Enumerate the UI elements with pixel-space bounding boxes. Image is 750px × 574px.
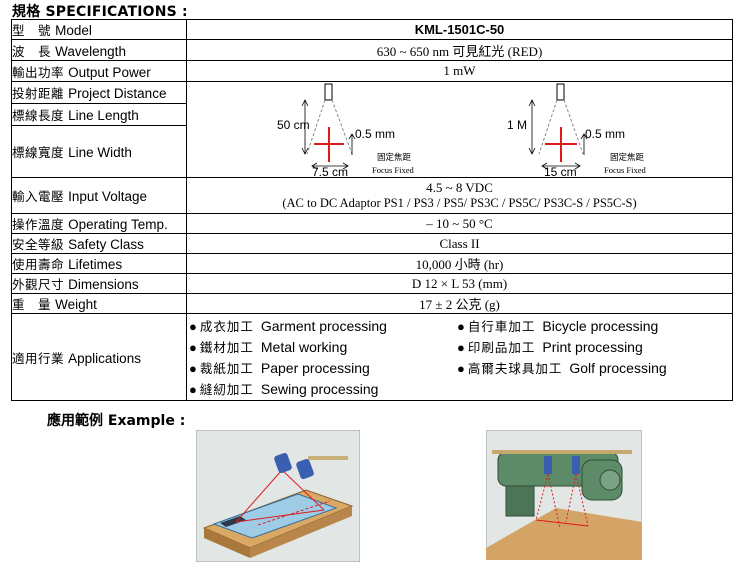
safety-label: Safety Class xyxy=(68,237,144,252)
right-thickness: 0.5 mm xyxy=(585,127,625,141)
distance-diagram-cell: 50 cm 0.5 mm 固定焦距 Focus Fixed 7.5 cm xyxy=(186,81,733,178)
diagram-svg: 50 cm 0.5 mm 固定焦距 Focus Fixed 7.5 cm xyxy=(277,83,647,177)
linelength-label-zh: 標線長度 xyxy=(12,108,65,124)
bullet-icon: ● xyxy=(189,319,197,334)
wavelength-label: Wavelength xyxy=(55,43,126,59)
row-dimensions: 外觀尺寸 Dimensions D 12 × L 53 (mm) xyxy=(11,273,733,294)
row-lifetimes: 使用壽命 Lifetimes 10,000 小時 (hr) xyxy=(11,253,733,274)
row-operating-temp: 操作溫度 Operating Temp. – 10 ~ 50 °C xyxy=(11,213,733,234)
spec-title: 規格 SPECIFICATIONS : xyxy=(12,4,188,20)
temp-label: Operating Temp. xyxy=(68,217,168,232)
linewidth-label: Line Width xyxy=(68,145,132,161)
right-distance: 1 M xyxy=(507,118,527,132)
lifetimes-label-zh: 使用壽命 xyxy=(12,257,65,272)
row-safety-class: 安全等級 Safety Class Class II xyxy=(11,233,733,254)
power-label: Output Power xyxy=(68,64,151,80)
weight-label-zh: 重 量 xyxy=(12,297,52,312)
example-cutting-table-image xyxy=(196,430,360,562)
power-label-zh: 輸出功率 xyxy=(12,64,65,80)
applications-label-zh: 適用行業 xyxy=(12,350,65,366)
temp-value: – 10 ~ 50 °C xyxy=(186,213,733,234)
dimensions-label: Dimensions xyxy=(68,277,139,292)
safety-value: Class II xyxy=(186,233,733,254)
left-focus-zh: 固定焦距 xyxy=(377,152,412,163)
model-label-zh: 型 號 xyxy=(12,23,52,38)
row-model: 型 號 Model KML-1501C-50 xyxy=(11,19,733,40)
row-wavelength: 波 長 Wavelength 630 ~ 650 nm 可見紅光 (RED) xyxy=(11,39,733,61)
weight-label: Weight xyxy=(55,297,97,312)
right-focus-zh: 固定焦距 xyxy=(610,152,645,163)
bullet-icon: ● xyxy=(457,361,465,376)
wavelength-value: 630 ~ 650 nm 可見紅光 (RED) xyxy=(186,39,733,61)
distance-diagram: 50 cm 0.5 mm 固定焦距 Focus Fixed 7.5 cm xyxy=(187,82,732,177)
lifetimes-label: Lifetimes xyxy=(68,257,123,272)
project-label-zh: 投射距離 xyxy=(12,86,65,102)
left-thickness: 0.5 mm xyxy=(355,127,395,141)
row-line-width: 標線寬度 Line Width xyxy=(11,125,733,178)
power-value: 1 mW xyxy=(186,60,733,82)
right-diagram: 1 M 0.5 mm 固定焦距 Focus Fixed 15 cm xyxy=(507,83,647,177)
dimensions-value: D 12 × L 53 (mm) xyxy=(186,273,733,294)
row-line-length: 標線長度 Line Length xyxy=(11,103,733,127)
weight-value: 17 ± 2 公克 (g) xyxy=(186,293,733,314)
linewidth-label-zh: 標線寬度 xyxy=(12,145,65,161)
example-title: 應用範例 Example : xyxy=(47,413,186,429)
voltage-value: 4.5 ~ 8 VDC xyxy=(426,180,493,195)
left-distance: 50 cm xyxy=(277,118,310,132)
project-label: Project Distance xyxy=(68,86,167,102)
left-length: 7.5 cm xyxy=(312,165,348,177)
laser-module-icon xyxy=(324,83,333,101)
row-project-distance: 投射距離 Project Distance 50 cm xyxy=(11,80,733,178)
voltage-label: Input Voltage xyxy=(68,189,147,204)
applications-label: Applications xyxy=(68,350,141,366)
linelength-label: Line Length xyxy=(68,108,139,124)
voltage-adaptors: (AC to DC Adaptor PS1 / PS3 / PS5/ PS3C … xyxy=(282,196,637,210)
laser-module-icon xyxy=(556,83,565,101)
bullet-icon: ● xyxy=(457,340,465,355)
right-length: 15 cm xyxy=(544,165,577,177)
bullet-icon: ● xyxy=(457,319,465,334)
wavelength-label-zh: 波 長 xyxy=(12,43,52,59)
lifetimes-value: 10,000 小時 (hr) xyxy=(186,253,733,274)
voltage-label-zh: 輸入電壓 xyxy=(12,189,65,204)
model-label: Model xyxy=(55,23,92,38)
example-sewing-machine-image xyxy=(486,430,642,560)
temp-label-zh: 操作溫度 xyxy=(12,217,65,232)
bullet-icon: ● xyxy=(189,340,197,355)
left-focus-en: Focus Fixed xyxy=(372,165,415,175)
right-focus-en: Focus Fixed xyxy=(604,165,647,175)
voltage-value-cell: 4.5 ~ 8 VDC (AC to DC Adaptor PS1 / PS3 … xyxy=(186,177,733,214)
row-weight: 重 量 Weight 17 ± 2 公克 (g) xyxy=(11,293,733,314)
bullet-icon: ● xyxy=(189,382,197,397)
row-input-voltage: 輸入電壓 Input Voltage 4.5 ~ 8 VDC (AC to DC… xyxy=(11,177,733,214)
row-output-power: 輸出功率 Output Power 1 mW xyxy=(11,60,733,82)
spec-table: 型 號 Model KML-1501C-50 波 長 Wavelength 63… xyxy=(11,19,733,401)
safety-label-zh: 安全等級 xyxy=(12,237,65,252)
left-diagram: 50 cm 0.5 mm 固定焦距 Focus Fixed 7.5 cm xyxy=(277,83,415,177)
dimensions-label-zh: 外觀尺寸 xyxy=(12,277,65,292)
bullet-icon: ● xyxy=(189,361,197,376)
model-value: KML-1501C-50 xyxy=(186,19,733,40)
